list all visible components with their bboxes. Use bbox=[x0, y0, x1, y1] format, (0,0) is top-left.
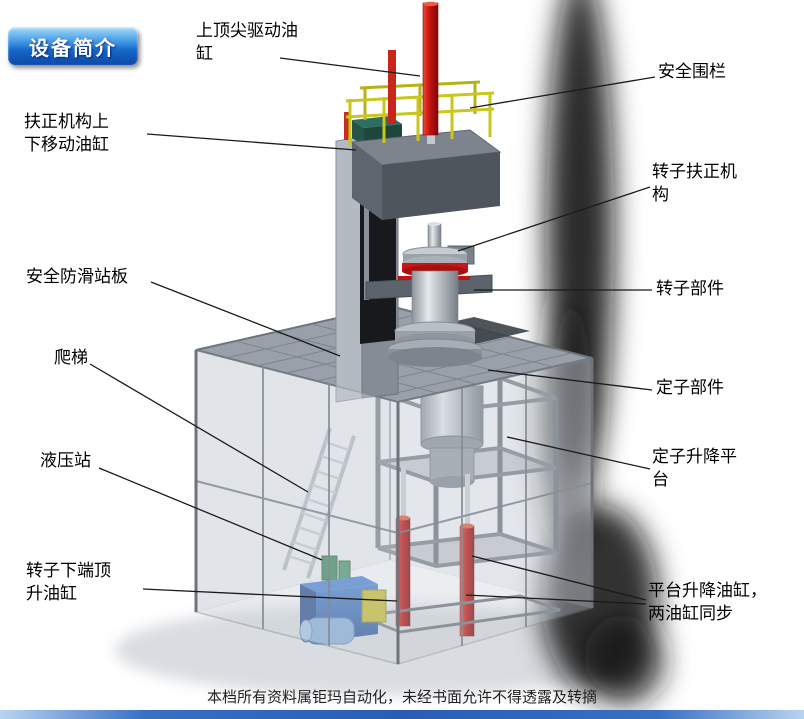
leader-platform-cylinder-1 bbox=[471, 555, 647, 601]
leader-top-drive-cylinder bbox=[279, 57, 421, 77]
label-rotor-parts: 转子部件 bbox=[656, 279, 724, 298]
leader-stator-parts bbox=[487, 369, 653, 391]
leader-antislip-platform bbox=[150, 281, 341, 357]
leader-lines bbox=[89, 57, 656, 605]
leader-safety-fence bbox=[469, 76, 656, 109]
leader-rotor-centering bbox=[457, 186, 651, 252]
leader-centering-lift-cylinder bbox=[146, 133, 357, 151]
label-top-drive-cylinder: 上顶尖驱动油 缸 bbox=[196, 21, 298, 63]
bottom-blue-bar bbox=[0, 710, 804, 719]
floor-shadow bbox=[115, 604, 655, 696]
enclosure-walls-graphic bbox=[194, 349, 594, 665]
hydraulic-station-graphic bbox=[299, 555, 387, 645]
label-safety-fence: 安全围栏 bbox=[658, 62, 726, 81]
title-badge: 设备简介 bbox=[8, 27, 138, 65]
label-platform-lift-cylinders: 平台升降油缸， 两油缸同步 bbox=[648, 581, 767, 623]
leader-rotor-bottom-jack bbox=[142, 588, 398, 602]
ladder-graphic bbox=[282, 427, 356, 579]
label-antislip-platform: 安全防滑站板 bbox=[26, 267, 128, 286]
safety-railing-graphic bbox=[345, 80, 495, 146]
stator-assembly bbox=[420, 385, 484, 488]
footer-note: 本档所有资料属钜玛自动化，未经书面允许不得透露及转摘 bbox=[206, 690, 597, 706]
leader-hydraulic-station bbox=[98, 467, 323, 561]
label-rotor-centering-mechanism: 转子扶正机 构 bbox=[652, 162, 737, 204]
label-hydraulic-station: 液压站 bbox=[40, 451, 91, 470]
label-ladder: 爬梯 bbox=[54, 348, 88, 367]
label-rotor-bottom-jack-cylinder: 转子下端顶 升油缸 bbox=[26, 561, 111, 603]
label-centering-lift-cylinder: 扶正机构上 下移动油缸 bbox=[24, 112, 109, 154]
leader-platform-cylinder-2 bbox=[465, 594, 647, 605]
top-drive-cylinder-graphic bbox=[388, 1, 439, 144]
leader-stator-lift-platform bbox=[506, 436, 651, 470]
leader-ladder bbox=[89, 363, 309, 493]
label-stator-lift-platform: 定子升降平 台 bbox=[652, 447, 737, 489]
rotor-assembly-graphic bbox=[365, 222, 493, 367]
head-assembly-graphic bbox=[350, 116, 502, 220]
base-frame bbox=[359, 594, 561, 634]
label-stator-parts: 定子部件 bbox=[656, 378, 724, 397]
